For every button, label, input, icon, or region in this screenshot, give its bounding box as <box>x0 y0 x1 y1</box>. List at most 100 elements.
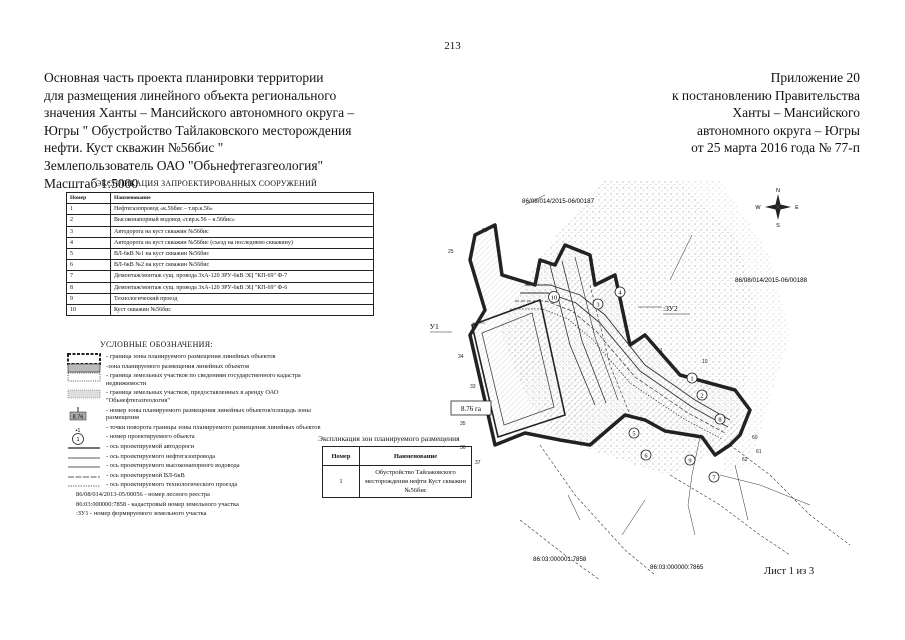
svg-text:10: 10 <box>551 295 558 302</box>
plot-label: :ЗУ1 <box>430 322 439 331</box>
turn-point: 1 <box>660 348 663 354</box>
title-line: Основная часть проекта планировки террит… <box>44 70 324 85</box>
cadastre-label: 86:03:000001:7858 <box>533 556 587 563</box>
turn-point: 36 <box>460 445 466 451</box>
sheet-number: Лист 1 из 3 <box>764 566 815 577</box>
site-plan-map: 8.76 га 86/08/014/2015-06/00187 86/08/01… <box>430 180 851 581</box>
turn-point: 34 <box>458 354 464 360</box>
object-number: 10 <box>548 291 560 303</box>
speckle-strip <box>675 180 790 475</box>
object-number: 9 <box>684 454 696 466</box>
legend-text: - ось проектируемого высоконапорного вод… <box>106 462 240 470</box>
explication-caption: ЭКСПЛИКАЦИЯ ЗАПРОЕКТИРОВАННЫХ СООРУЖЕНИЙ <box>96 179 317 188</box>
callout-line <box>524 194 546 206</box>
svg-text:2: 2 <box>700 393 703 400</box>
legend-text: - ось проектируемого технологического пр… <box>106 481 238 489</box>
cadastre-boundary <box>539 444 656 576</box>
svg-text:9: 9 <box>688 458 691 465</box>
svg-text:4: 4 <box>618 290 622 297</box>
road-line-icon <box>66 443 104 457</box>
legend-code-item: 86/08/014/2013-05/00056 - номер лесного … <box>66 491 326 499</box>
object-number: 2 <box>696 389 708 401</box>
title-line: Масштаб 1:5000 <box>44 175 139 191</box>
legend-code-item: 86:03:000000:7858 - кадастровый номер зе… <box>66 501 326 509</box>
zone-boundary <box>468 223 752 457</box>
object-name-cell: Демонтаж/монтаж сущ. провода 3хА-120 ЗРУ… <box>110 281 374 294</box>
object-name-cell: ВЛ-6кВ №1 на куст скважин №56бис <box>110 247 374 261</box>
svg-text:8: 8 <box>718 417 721 424</box>
title-line: значения Ханты – Мансийского автономного… <box>44 105 355 121</box>
object-number: 4 <box>614 286 626 298</box>
pipeline-line-icon <box>66 453 104 467</box>
cadastre-boundary <box>519 519 601 581</box>
appendix-line: к постановлению Правительства <box>671 87 860 103</box>
object-number-cell: 7 <box>66 270 111 283</box>
svg-text:7: 7 <box>712 475 716 482</box>
object-name-cell: Автодорога на куст скважин №56бис (съезд… <box>110 236 374 249</box>
svg-text:3: 3 <box>596 302 599 309</box>
legend-item: - ось проектируемого высоконапорного вод… <box>66 462 326 470</box>
object-name-cell: Куст скважин №56бис <box>110 303 374 317</box>
object-name-cell: Нефтегазопровод «к.56бис – т.вр.к.56» <box>110 203 374 216</box>
object-name-cell: Демонтаж/монтаж сущ. провода 3хА-120 ЗРУ… <box>110 270 374 283</box>
compass-south: S <box>776 223 780 229</box>
legend-item: 8.76- номер зоны планируемого размещения… <box>66 406 326 422</box>
svg-text:1: 1 <box>76 437 79 443</box>
hatched-zone-icon <box>66 363 104 377</box>
legend-item: - ось проектируемой ВЛ-6кВ <box>66 472 326 480</box>
turn-point-labels: 24 25 36 37 35 34 33 1 10 60 61 62 <box>448 228 762 466</box>
legend: - граница зоны планируемого размещения л… <box>66 353 326 520</box>
turn-point: 24 <box>482 228 488 234</box>
legend-text: - ось проектируемого нефтегазопровода <box>106 452 216 460</box>
cadastre-boundary <box>669 474 791 556</box>
dotted-box-icon <box>66 372 104 386</box>
title-line: Югры " Обустройство Тайлаковского местор… <box>44 122 352 138</box>
legend-text: - точки поворота границы зоны планируемо… <box>106 423 321 431</box>
compass-west: W <box>755 205 761 211</box>
legend-code: :ЗУ1 <box>76 510 89 518</box>
object-number-cell: 2 <box>66 214 111 227</box>
object-name-cell: Высоконапорный водовод «т.вр.к.56 – к.56… <box>110 214 374 227</box>
appendix-line: Ханты – Мансийского <box>732 105 860 121</box>
callout-line <box>734 464 749 521</box>
table-header-number: Номер <box>322 446 360 466</box>
legend-item: - ось проектируемого нефтегазопровода <box>66 453 326 461</box>
object-number-cell: 9 <box>66 292 111 305</box>
callout-line <box>669 234 693 281</box>
object-name-cell: ВЛ-6кВ №2 на куст скважин №56бис <box>110 259 374 272</box>
dashed-box-icon <box>66 353 104 367</box>
legend-code-text: - кадастровый номер земельного участка <box>126 500 239 508</box>
table-header-row: Номер Наименование <box>66 191 374 205</box>
callout-line <box>621 499 646 536</box>
legend-item: -зона планируемого размещения линейных о… <box>66 363 326 372</box>
table-row: 1 Обустройство Тайлаковского месторожден… <box>322 465 472 498</box>
svg-text:6: 6 <box>644 453 648 460</box>
passage-line-icon <box>66 481 104 495</box>
object-number-cell: 3 <box>66 225 111 238</box>
object-number-cell: 10 <box>66 303 111 317</box>
object-number: 7 <box>708 471 720 483</box>
object-number: 6 <box>640 449 652 461</box>
turn-point: 60 <box>752 435 758 441</box>
turn-point: 35 <box>460 421 466 427</box>
legend-text: - номер проектируемого объекта <box>106 433 195 441</box>
area-label: 8.76 га <box>461 405 482 413</box>
compass-north: N <box>776 188 780 194</box>
object-number-cell: 5 <box>66 247 111 261</box>
legend-item: - ось проектируемого технологического пр… <box>66 481 326 489</box>
legend-item: - граница земельных участков по сведения… <box>66 372 326 387</box>
zone-number-icon: 8.76 <box>66 406 104 421</box>
legend-text: - ось проектируемой автодороги <box>106 442 194 450</box>
object-number-cell: 1 <box>66 203 111 216</box>
legend-text: - граница земельных участков по сведения… <box>106 372 301 387</box>
legend-text: - граница земельных участков, предоставл… <box>106 389 279 404</box>
object-number-cell: 6 <box>66 259 111 272</box>
